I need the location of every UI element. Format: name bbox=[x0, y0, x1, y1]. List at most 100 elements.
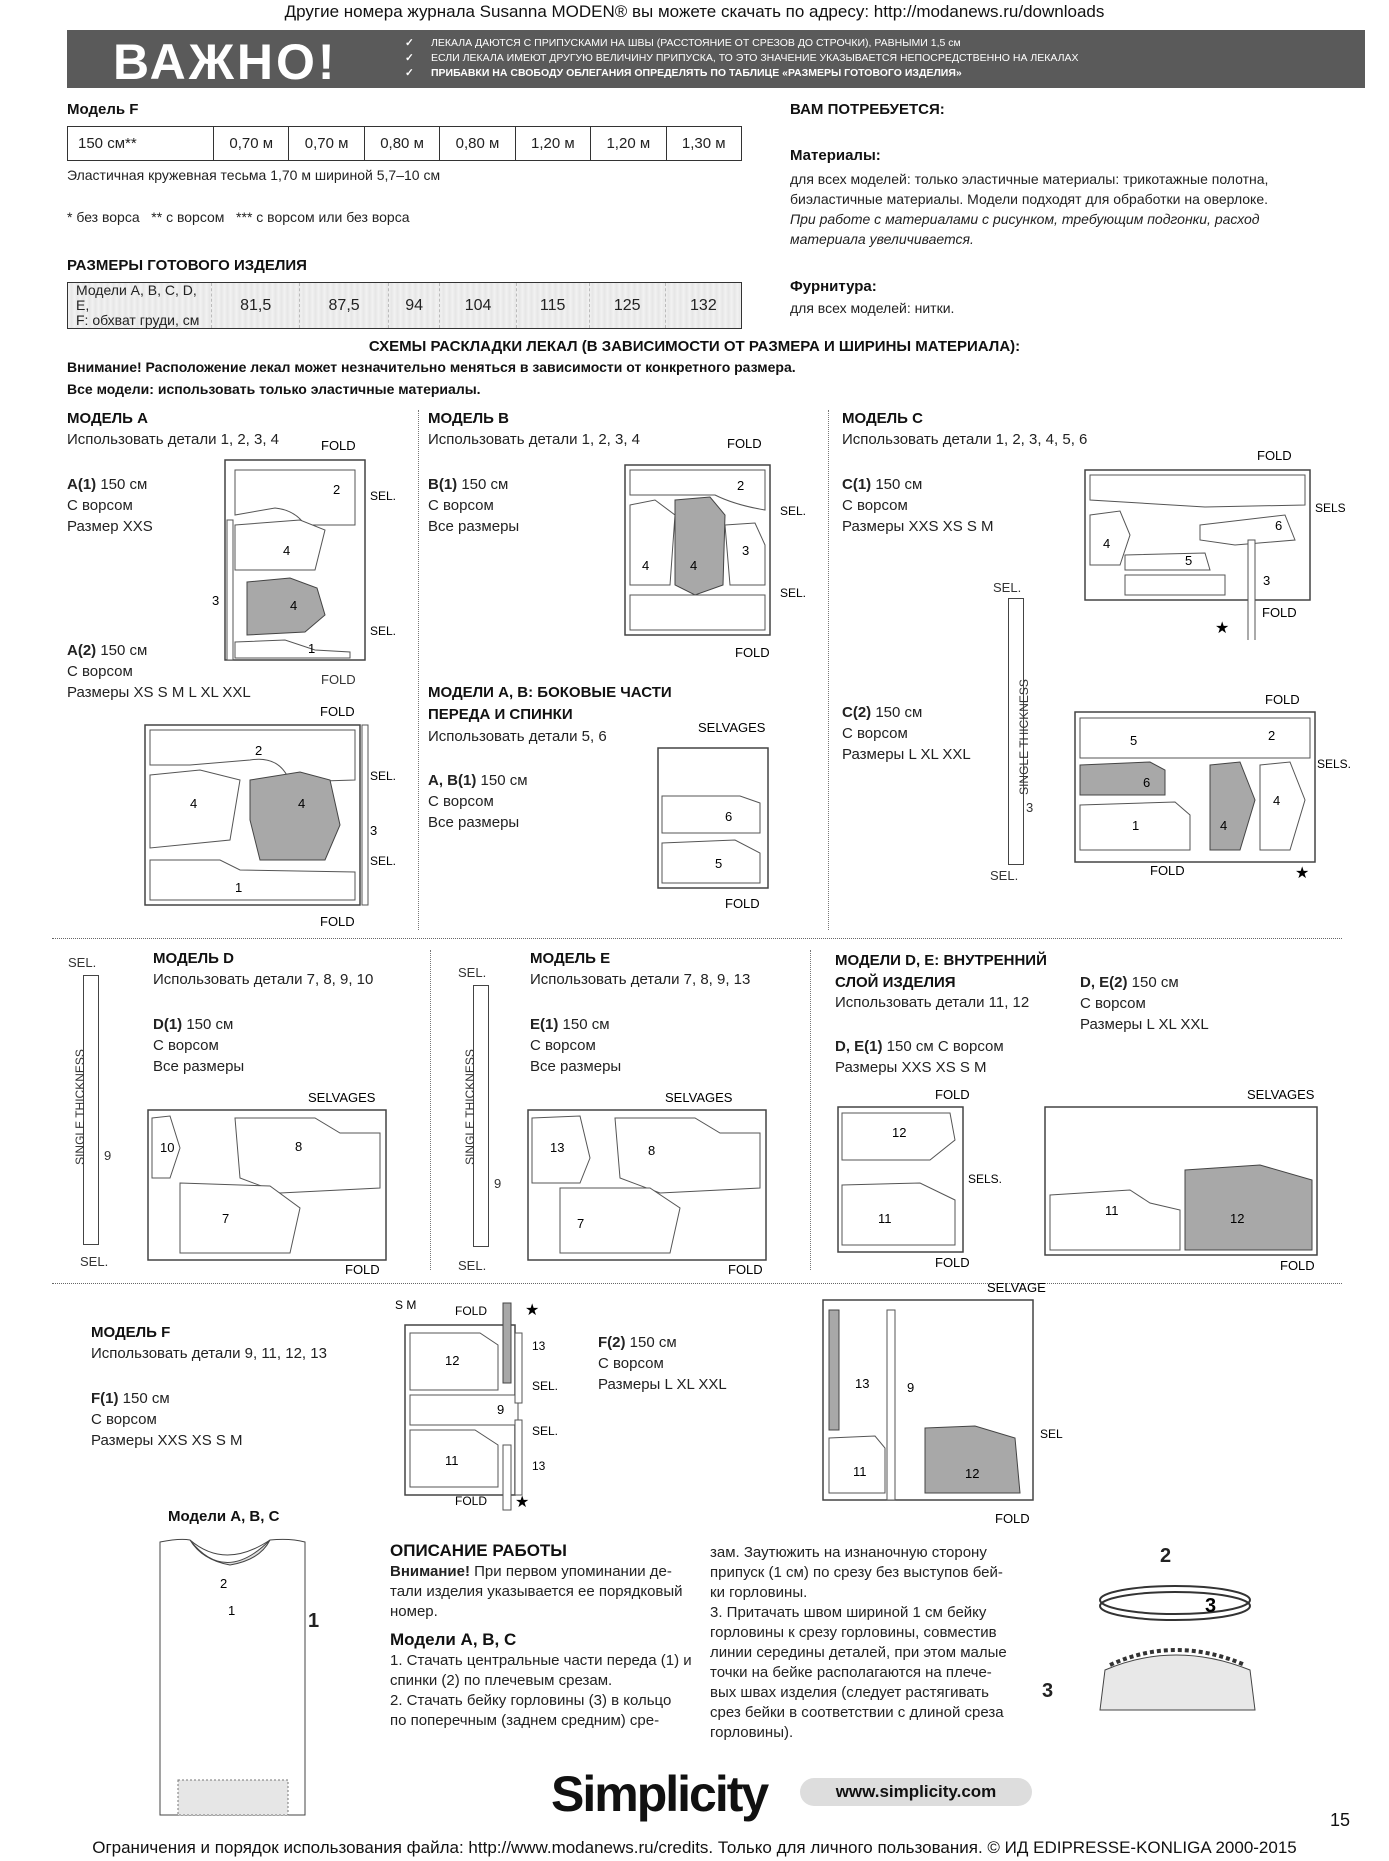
fold-label: FOLD bbox=[935, 1255, 970, 1270]
model-a-use: Использовать детали 1, 2, 3, 4 bbox=[67, 431, 280, 448]
model-e-title: МОДЕЛЬ E bbox=[530, 950, 611, 967]
piece-13: 13 bbox=[855, 1376, 869, 1391]
layout-diagram-ab-side: 6 5 SELVAGES FOLD bbox=[657, 720, 769, 911]
sel-label: SEL. bbox=[458, 965, 487, 980]
piece-4-shaded: 4 bbox=[290, 598, 297, 613]
garment-illustration: 2 1 bbox=[159, 1538, 306, 1816]
piece-4: 4 bbox=[283, 543, 290, 558]
piece-9: 9 bbox=[494, 1176, 502, 1191]
layout-diagram-e1: 13 8 7 SELVAGES FOLD bbox=[527, 1090, 767, 1277]
piece-3: 3 bbox=[742, 543, 749, 558]
banner-lines: ✓ЛЕКАЛА ДАЮТСЯ С ПРИПУСКАМИ НА ШВЫ (РАСС… bbox=[405, 37, 1079, 79]
sel-label: SEL. bbox=[990, 868, 1019, 883]
sels-label: SELS. bbox=[1317, 757, 1351, 771]
materials-title: Материалы: bbox=[790, 147, 881, 164]
illustration-title: Модели A, B, C bbox=[168, 1508, 280, 1525]
model-b1-info: B(1) 150 см С ворсом Все размеры bbox=[428, 476, 520, 535]
column-divider bbox=[828, 410, 829, 930]
piece-5: 5 bbox=[1185, 553, 1192, 568]
piece-7: 7 bbox=[222, 1211, 229, 1226]
star-icon: ★ bbox=[515, 1494, 529, 1511]
piece-4: 4 bbox=[1273, 793, 1280, 808]
model-d1-info: D(1) 150 см С ворсом Все размеры bbox=[153, 1016, 245, 1075]
piece-5: 5 bbox=[1130, 733, 1137, 748]
model-a1-info: A(1) 150 см С ворсом Размер XXS bbox=[67, 476, 153, 535]
piece-9: 9 bbox=[104, 1148, 112, 1163]
star-icon: ★ bbox=[1215, 620, 1229, 637]
fold-label: FOLD bbox=[725, 896, 760, 911]
model-d-title: МОДЕЛЬ D bbox=[153, 950, 234, 967]
layout-diagram-d1: 10 8 7 SELVAGES FOLD bbox=[147, 1090, 387, 1277]
fold-label: FOLD bbox=[1262, 605, 1297, 620]
check-icon: ✓ bbox=[405, 37, 414, 49]
footer-credits: Ограничения и порядок использования файл… bbox=[92, 1838, 1297, 1857]
fold-label: FOLD bbox=[727, 436, 762, 451]
piece-4: 4 bbox=[190, 796, 197, 811]
piece-6: 6 bbox=[1275, 518, 1282, 533]
selvages-label: SELVAGES bbox=[698, 720, 766, 735]
sel-label: SEL bbox=[1040, 1427, 1063, 1441]
model-de-inner-use: Использовать детали 11, 12 bbox=[835, 994, 1030, 1011]
sel-label: SEL. bbox=[370, 769, 396, 783]
piece-3: 3 bbox=[1205, 1595, 1216, 1617]
fold-label: FOLD bbox=[728, 1262, 763, 1277]
sel-label: SEL. bbox=[780, 586, 806, 600]
work-subtitle: Модели A, B, C bbox=[390, 1630, 517, 1649]
nap-footnote: * без ворса ** с ворсом *** с ворсом или… bbox=[67, 209, 410, 225]
sel-label: SEL. bbox=[532, 1424, 558, 1438]
piece-12-shaded: 12 bbox=[965, 1466, 979, 1481]
sel-label: SEL. bbox=[68, 955, 97, 970]
model-e-use: Использовать детали 7, 8, 9, 13 bbox=[530, 971, 751, 988]
piece-11: 11 bbox=[445, 1453, 459, 1468]
selvage-label: SELVAGE bbox=[987, 1280, 1046, 1295]
piece-2: 2 bbox=[220, 1576, 227, 1591]
piece-12: 12 bbox=[892, 1125, 906, 1140]
work-attention: Внимание! При первом упоминании де- тали… bbox=[390, 1563, 683, 1620]
layout-diagram-c1: 6 4 5 3 FOLD SELS. FOLD ★ bbox=[1084, 448, 1345, 640]
piece-3: 3 bbox=[1026, 800, 1034, 815]
piece-4-shaded: 4 bbox=[298, 796, 305, 811]
lace-note: Эластичная кружевная тесьма 1,70 м ширин… bbox=[67, 167, 441, 183]
check-icon: ✓ bbox=[405, 52, 414, 64]
piece-4: 4 bbox=[642, 558, 649, 573]
sizes-title: РАЗМЕРЫ ГОТОВОГО ИЗДЕЛИЯ bbox=[67, 257, 307, 274]
sel-label: SEL. bbox=[993, 580, 1022, 595]
piece-6: 6 bbox=[725, 809, 732, 824]
brand-url[interactable]: www.simplicity.com bbox=[800, 1778, 1032, 1806]
model-f1-info: F(1) 150 см С ворсом Размеры XXS XS S M bbox=[91, 1390, 243, 1449]
model-f-use: Использовать детали 9, 11, 12, 13 bbox=[91, 1345, 327, 1362]
single-thickness-label: SINGLE THICKNESS bbox=[463, 1049, 477, 1165]
piece-2: 2 bbox=[737, 478, 744, 493]
star-icon: ★ bbox=[525, 1302, 539, 1319]
sel-label: SEL. bbox=[370, 624, 396, 638]
fold-label: FOLD bbox=[455, 1494, 487, 1508]
piece-11: 11 bbox=[878, 1211, 892, 1226]
fold-label: FOLD bbox=[1257, 448, 1292, 463]
layouts-all-models: Все модели: использовать только эластичн… bbox=[67, 381, 481, 397]
column-divider bbox=[418, 410, 419, 930]
selvages-label: SELVAGES bbox=[308, 1090, 376, 1105]
check-icon: ✓ bbox=[405, 67, 414, 79]
sel-label: SEL. bbox=[458, 1258, 487, 1273]
model-f2-info: F(2) 150 см С ворсом Размеры L XL XXL bbox=[598, 1334, 727, 1393]
sel-label: SEL. bbox=[80, 1254, 109, 1269]
piece-1: 1 bbox=[1132, 818, 1139, 833]
model-d-use: Использовать детали 7, 8, 9, 10 bbox=[153, 971, 374, 988]
materials-text: для всех моделей: только эластичные мате… bbox=[790, 171, 1269, 247]
piece-3: 3 bbox=[1263, 573, 1270, 588]
layout-diagram-a1: 2 4 4 3 1 FOLD SEL. SEL. bbox=[212, 438, 396, 661]
single-thickness-label: SINGLE THICKNESS bbox=[73, 1049, 87, 1165]
furniture-title: Фурнитура: bbox=[790, 278, 877, 295]
fold-label: FOLD bbox=[935, 1087, 970, 1102]
fold-label: FOLD bbox=[455, 1304, 487, 1318]
sels-label: SELS. bbox=[968, 1172, 1002, 1186]
sel-label: SEL. bbox=[370, 489, 396, 503]
sel-label: SEL. bbox=[780, 504, 806, 518]
layout-diagram-b1: 2 4 4 3 FOLD SEL. SEL. FOLD bbox=[624, 436, 806, 660]
sel-label: SEL. bbox=[370, 854, 396, 868]
piece-10: 10 bbox=[160, 1140, 174, 1155]
model-c-title: МОДЕЛЬ C bbox=[842, 410, 923, 427]
single-thickness-strip bbox=[473, 985, 489, 1247]
column-divider bbox=[810, 950, 811, 1270]
star-icon: ★ bbox=[1295, 865, 1309, 882]
